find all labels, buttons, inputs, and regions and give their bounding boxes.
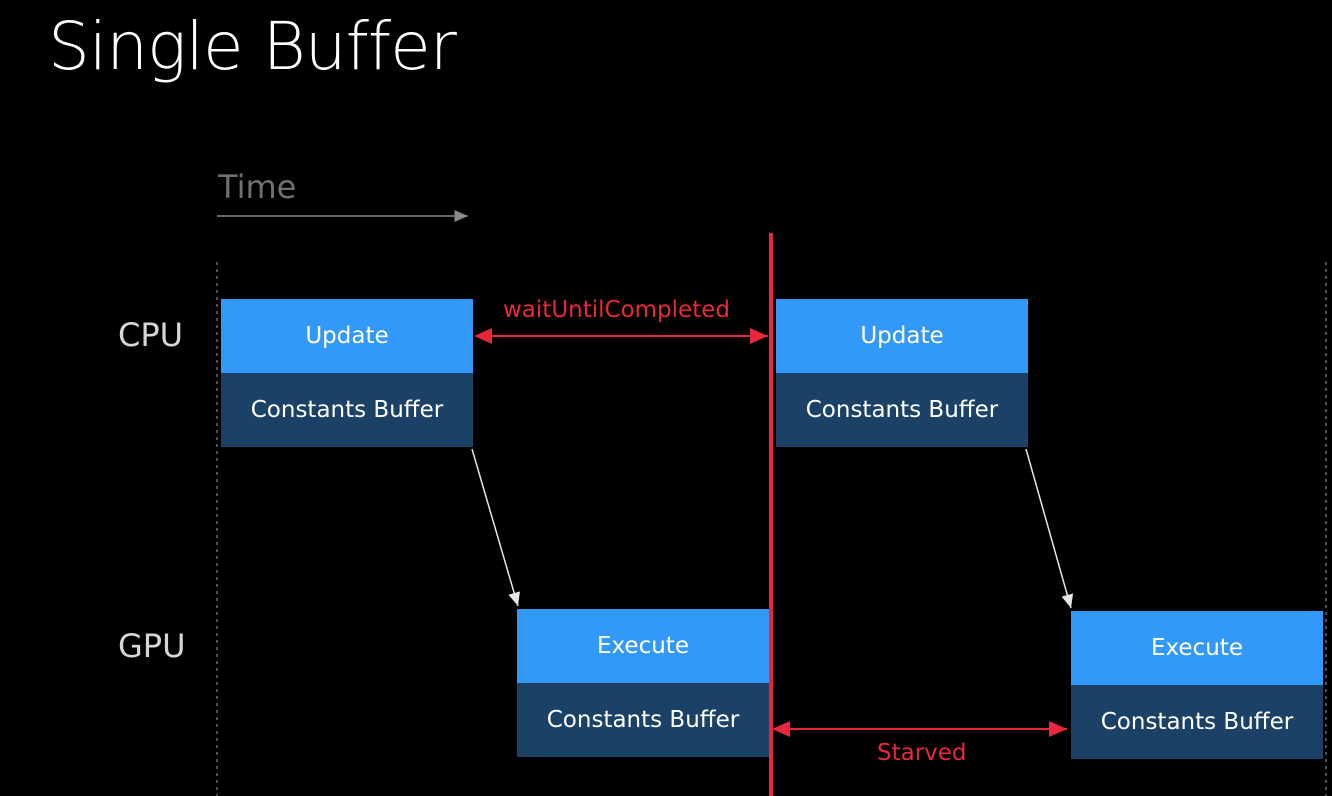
gpu-lane-label: GPU — [118, 627, 186, 665]
cpu-frame-block: Update Constants Buffer — [776, 299, 1028, 447]
constants-buffer-stage: Constants Buffer — [221, 373, 473, 447]
execute-stage: Execute — [1071, 611, 1323, 685]
gpu-frame-block: Execute Constants Buffer — [1071, 611, 1323, 759]
cpu-to-gpu-arrow-1 — [471, 448, 520, 607]
update-stage: Update — [776, 299, 1028, 373]
gpu-frame-block: Execute Constants Buffer — [517, 609, 769, 757]
cpu-lane-label: CPU — [118, 316, 184, 354]
starved-label: Starved — [877, 740, 967, 766]
execute-stage: Execute — [517, 609, 769, 683]
constants-buffer-stage: Constants Buffer — [517, 683, 769, 757]
time-axis-label: Time — [218, 168, 297, 206]
update-stage: Update — [221, 299, 473, 373]
wait-until-completed-label: waitUntilCompleted — [503, 297, 730, 323]
constants-buffer-stage: Constants Buffer — [1071, 685, 1323, 759]
constants-buffer-stage: Constants Buffer — [776, 373, 1028, 447]
cpu-to-gpu-arrow-2 — [1025, 448, 1074, 609]
slide-title: Single Buffer — [48, 8, 457, 85]
cpu-frame-block: Update Constants Buffer — [221, 299, 473, 447]
